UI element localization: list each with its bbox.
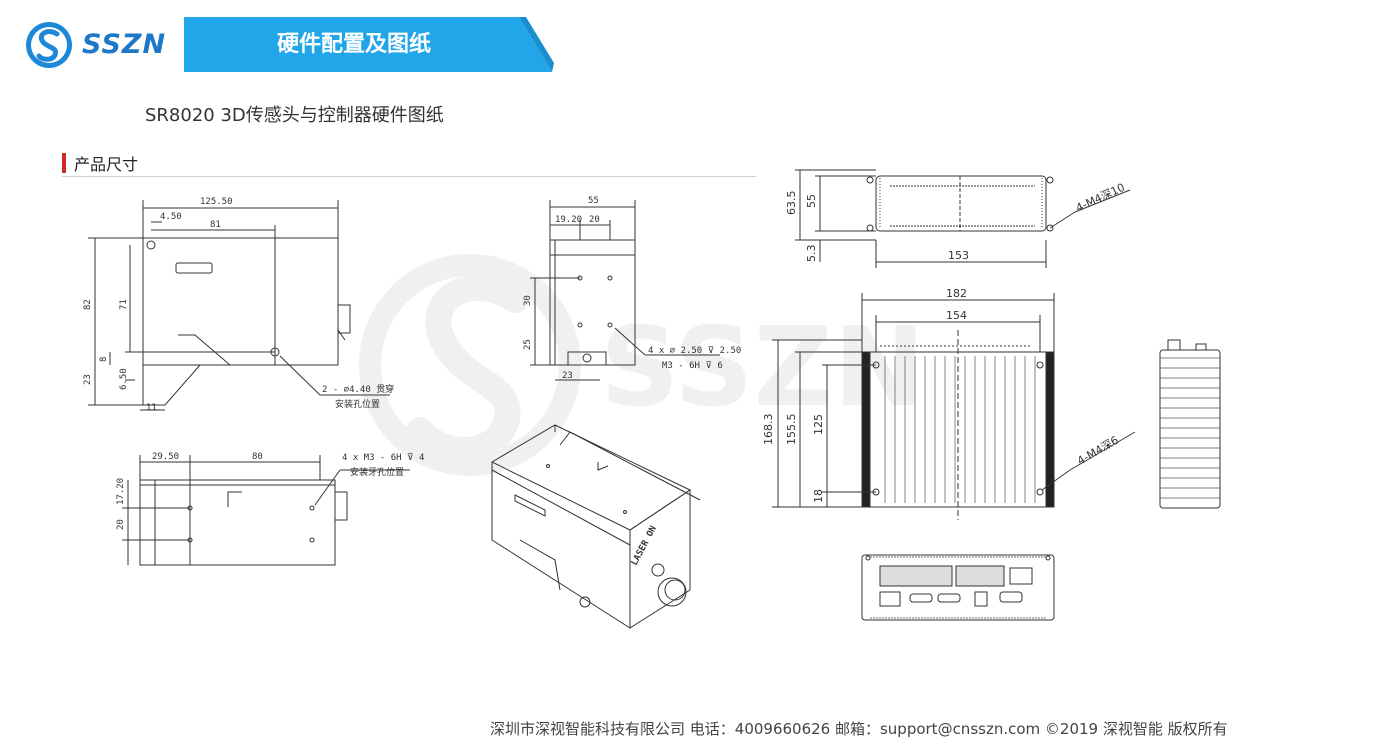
dim-label: 153: [948, 249, 969, 262]
controller-front-view: [772, 293, 1136, 520]
sensor-side-view: [88, 200, 390, 411]
note-text: 4-M4深6: [1075, 434, 1121, 468]
dim-label: 55: [805, 194, 818, 208]
note-text: 安装牙孔位置: [350, 466, 404, 478]
note-text: 4-M4深10: [1074, 181, 1127, 215]
dim-label: 25: [523, 339, 533, 350]
note-text: 4 x M3 - 6H ⊽ 4: [342, 453, 424, 463]
dim-label: 11: [146, 403, 157, 413]
controller-side-view: [1159, 339, 1221, 509]
dim-label: 125.50: [200, 197, 233, 207]
note-text: 安装孔位置: [335, 398, 380, 410]
dim-label: 6.50: [119, 368, 129, 390]
dim-label: 8: [99, 357, 109, 362]
sensor-side-dims: 125.50 4.50 81 82 71 8 23 6.50 11 2 - ∅4…: [83, 197, 394, 413]
company-logo: SSZN: [24, 20, 174, 70]
footer-copyright: 深圳市深视智能科技有限公司 电话：4009660626 邮箱：support@c…: [490, 720, 1228, 738]
note-text: 4 x ∅ 2.50 ⊽ 2.50: [648, 346, 741, 356]
sensor-front-view: [530, 200, 720, 381]
dim-label: 63.5: [785, 191, 798, 216]
dim-label: 182: [946, 287, 967, 300]
sensor-isometric-view: [490, 424, 701, 629]
dim-label: 155.5: [785, 414, 798, 446]
banner-title: 硬件配置及图纸: [276, 32, 431, 57]
dim-label: 71: [119, 299, 129, 310]
sensor-front-dims: 55 19.20 20 30 25 23 4 x ∅ 2.50 ⊽ 2.50 M…: [523, 196, 741, 381]
controller-top-dims: 63.5 55 5.3 153 4-M4深10: [785, 181, 1127, 262]
watermark-text: SSZN: [600, 303, 925, 431]
page-subtitle: SR8020 3D传感头与控制器硬件图纸: [145, 105, 444, 126]
logo-text: SSZN: [82, 29, 167, 60]
dim-label: 30: [523, 295, 533, 306]
dim-label: 55: [588, 196, 599, 206]
dim-label: 23: [83, 374, 93, 385]
note-text: 2 - ∅4.40 贯穿: [322, 383, 394, 395]
dim-label: 20: [116, 519, 126, 530]
dim-label: 20: [589, 215, 600, 225]
dim-label: 23: [562, 371, 573, 381]
dim-label: 4.50: [160, 212, 182, 222]
dim-label: 154: [946, 309, 967, 322]
sszn-logo-icon: [26, 22, 72, 68]
section-divider: [62, 176, 756, 177]
dim-label: 80: [252, 452, 263, 462]
controller-back-panel: [861, 554, 1055, 621]
title-banner: 硬件配置及图纸: [184, 17, 554, 72]
section-label: 产品尺寸: [74, 155, 139, 174]
dim-label: 18: [812, 489, 825, 503]
dim-label: 17.20: [116, 478, 126, 505]
dim-label: 81: [210, 220, 221, 230]
sensor-bottom-dims: 29.50 80 17.20 20 4 x M3 - 6H ⊽ 4 安装牙孔位置: [116, 452, 424, 530]
dim-label: 5.3: [805, 245, 818, 263]
banner-background: [184, 17, 554, 72]
note-text: M3 - 6H ⊽ 6: [662, 361, 723, 371]
controller-top-view: [795, 169, 1131, 268]
dim-label: 19.20: [555, 215, 582, 225]
sensor-bottom-view: [122, 455, 410, 566]
section-accent-bar: [62, 153, 66, 173]
dim-label: 29.50: [152, 452, 179, 462]
dim-label: 168.3: [762, 414, 775, 446]
dim-label: 82: [83, 299, 93, 310]
laser-on-label: LASER ON: [630, 524, 659, 567]
dim-label: 125: [812, 414, 825, 435]
